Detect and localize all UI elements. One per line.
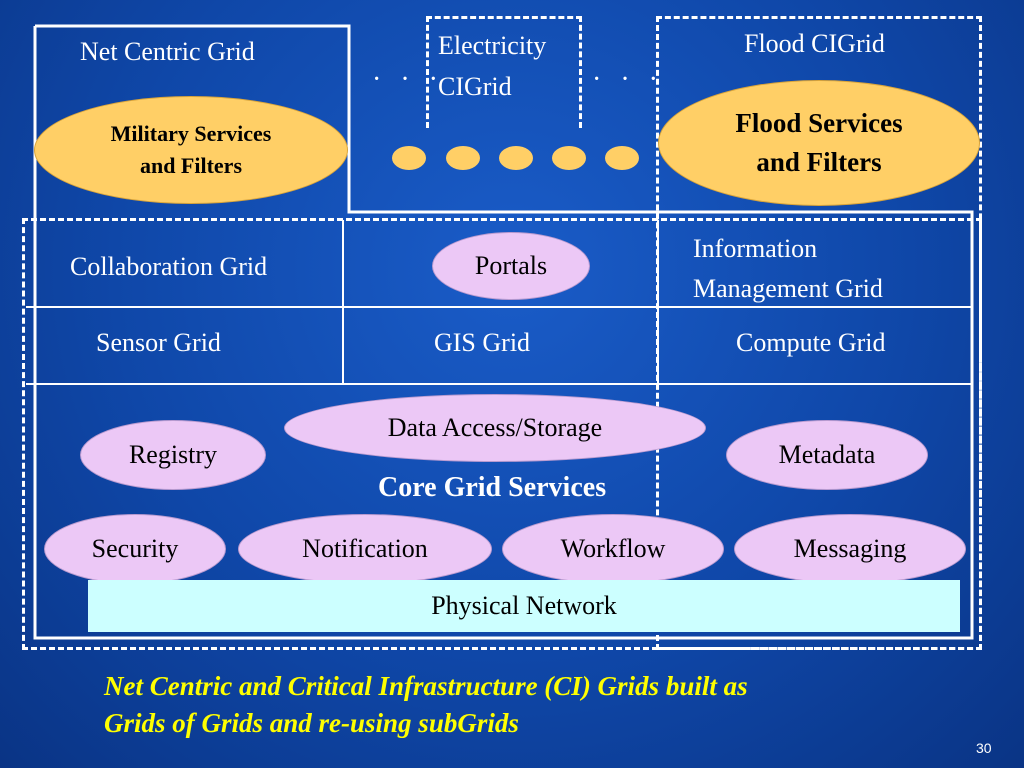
registry-oval: Registry	[80, 420, 266, 490]
slide-caption: Net Centric and Critical Infrastructure …	[104, 668, 964, 743]
electricity-cigrid-label-line1: Electricity	[438, 31, 547, 60]
subgrid-dot	[392, 146, 426, 170]
subgrid-dot	[446, 146, 480, 170]
military-services-oval: Military Services and Filters	[34, 96, 348, 204]
ellipsis-right: · · ·	[592, 64, 664, 95]
shared-grids-region	[22, 218, 982, 650]
subgrid-dot	[552, 146, 586, 170]
ellipsis-left: · · ·	[372, 64, 444, 95]
flood-services-line2: and Filters	[756, 147, 882, 177]
core-grid-services-label: Core Grid Services	[378, 472, 607, 503]
portals-oval: Portals	[432, 232, 590, 300]
military-services-line2: and Filters	[139, 153, 243, 178]
flood-services-oval: Flood Services and Filters	[658, 80, 980, 206]
slide-number: 30	[976, 740, 992, 756]
net-centric-grid-label: Net Centric Grid	[80, 37, 255, 66]
row-divider-1	[26, 306, 972, 308]
caption-line2: Grids of Grids and re-using subGrids	[104, 708, 519, 739]
compute-grid-label: Compute Grid	[736, 328, 886, 357]
electricity-cigrid-label-line2: CIGrid	[438, 72, 512, 101]
messaging-oval: Messaging	[734, 514, 966, 584]
subgrid-dot	[499, 146, 533, 170]
metadata-oval: Metadata	[726, 420, 928, 490]
column-divider-2	[657, 220, 659, 384]
data-access-storage-oval: Data Access/Storage	[284, 394, 706, 462]
flood-services-line1: Flood Services	[735, 107, 903, 138]
military-services-line1: Military Services	[110, 121, 272, 147]
sensor-grid-label: Sensor Grid	[96, 328, 221, 357]
workflow-oval: Workflow	[502, 514, 724, 584]
physical-network-bar: Physical Network	[88, 580, 960, 632]
collaboration-grid-label: Collaboration Grid	[70, 252, 268, 281]
row-divider-2	[26, 383, 972, 385]
notification-oval: Notification	[238, 514, 492, 584]
flood-cigrid-label: Flood CIGrid	[744, 29, 885, 58]
information-management-grid-line2: Management Grid	[693, 274, 883, 303]
security-oval: Security	[44, 514, 226, 584]
gis-grid-label: GIS Grid	[434, 328, 531, 357]
column-divider-1	[342, 220, 344, 384]
subgrid-dot	[605, 146, 639, 170]
information-management-grid-line1: Information	[693, 234, 818, 263]
electricity-cigrid-region	[426, 16, 582, 128]
caption-line1: Net Centric and Critical Infrastructure …	[104, 671, 748, 701]
